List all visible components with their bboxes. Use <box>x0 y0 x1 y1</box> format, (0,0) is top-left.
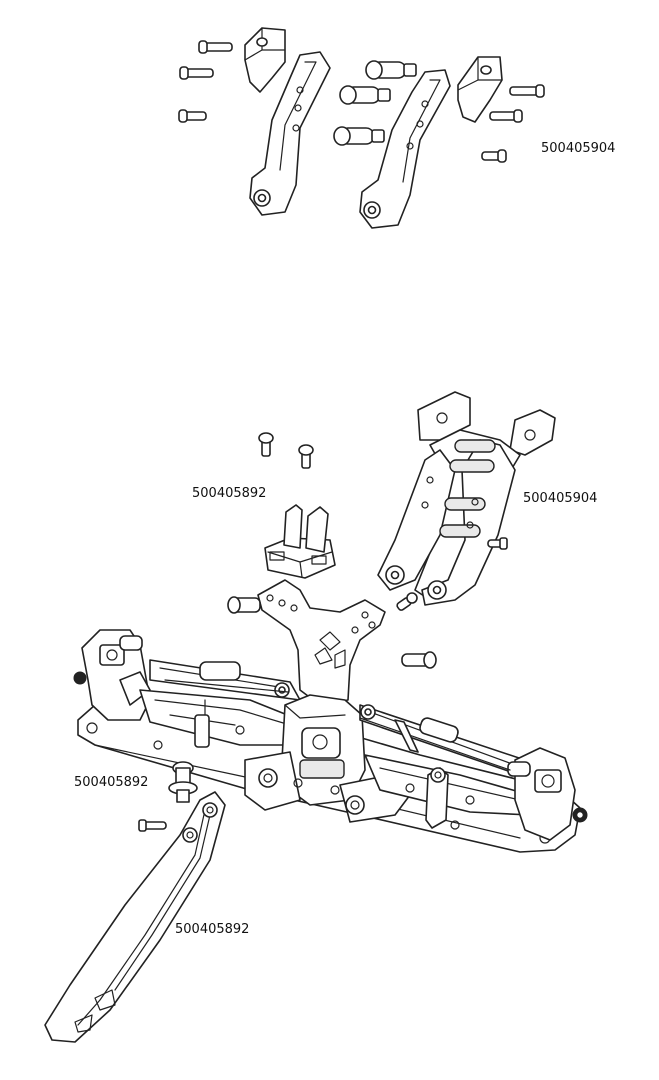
long-arm <box>44 791 226 1043</box>
arm-screw <box>138 819 167 832</box>
part-number-label-shock-mount: 500405892 <box>192 486 267 501</box>
bracket-left <box>249 51 331 216</box>
part-number-label-upper-mount: 500405904 <box>523 491 598 506</box>
screw-top-6 <box>481 149 507 163</box>
tower-screw <box>396 592 418 611</box>
screw-top-5 <box>489 109 523 123</box>
screw-top-4 <box>509 84 545 98</box>
mount-screws <box>258 432 314 469</box>
tower-bushing <box>227 596 261 614</box>
ball-stud-3 <box>333 126 385 146</box>
clamp-block-left <box>244 27 286 93</box>
tower-pin <box>401 651 437 669</box>
bracket-right <box>359 69 451 229</box>
mount-screw-2 <box>298 444 314 469</box>
shock-tower-plate <box>257 579 386 706</box>
part-number-label-long-arm: 500405892 <box>175 922 250 937</box>
part-number-label-top-bracket: 500405904 <box>541 141 616 156</box>
mount-screw-1 <box>258 432 274 457</box>
shock-mount-block <box>264 504 336 579</box>
main-suspension-assembly <box>73 629 588 853</box>
screw-top-3 <box>178 109 207 123</box>
screw-top-2 <box>179 66 214 80</box>
clamp-block-right <box>457 56 503 123</box>
top-exploded-group <box>178 27 545 229</box>
ball-stud-1 <box>365 60 417 80</box>
screw-top-1 <box>198 40 233 54</box>
upper-mount-assembly <box>377 391 556 606</box>
ball-post <box>168 761 198 803</box>
ball-stud-2 <box>339 85 391 105</box>
part-number-label-ball-post: 500405892 <box>74 775 149 790</box>
